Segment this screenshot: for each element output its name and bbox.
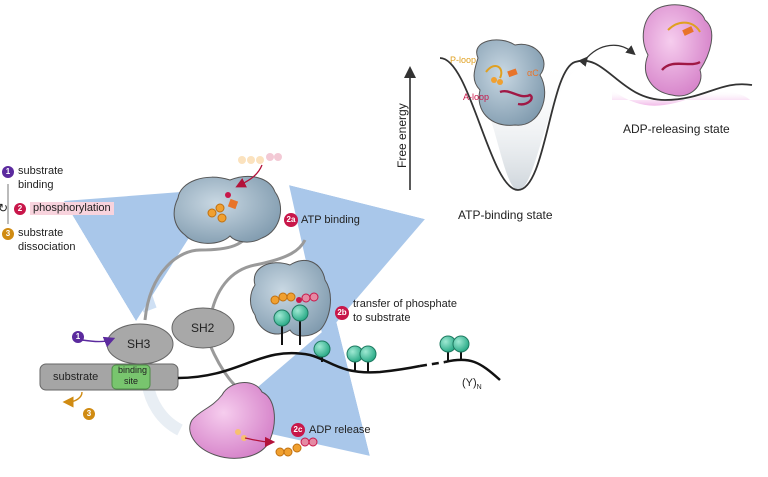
step-2c-label: ADP release bbox=[309, 424, 371, 436]
legend-step-3-label: substrate bbox=[18, 227, 64, 239]
kinase-atp-binding bbox=[173, 153, 282, 244]
adp-releasing-state-label: ADP-releasing state bbox=[623, 122, 730, 136]
energy-landscape bbox=[404, 4, 753, 191]
substrate-binding-arrow bbox=[81, 336, 116, 348]
a-loop-label: A-loop bbox=[463, 92, 490, 102]
legend-step-2-marker: 2 bbox=[14, 203, 26, 215]
cycle-icon: ↻ bbox=[0, 201, 9, 215]
sh2-domain bbox=[171, 307, 235, 349]
step-2b-tag: 2b bbox=[335, 306, 349, 320]
substrate-binding-marker: 1 bbox=[72, 331, 84, 343]
atp-binding-state-label: ATP-binding state bbox=[458, 208, 553, 222]
exchange-arrow bbox=[578, 44, 636, 67]
legend-step-3-marker: 3 bbox=[2, 228, 14, 240]
kinase-adp-releasing-state bbox=[642, 4, 713, 97]
chain-label-subscript: N bbox=[476, 384, 482, 392]
legend-step-3-label-line2: dissociation bbox=[18, 241, 76, 253]
legend-step-1-marker: 1 bbox=[2, 166, 14, 178]
free-energy-axis-label: Free energy bbox=[395, 103, 409, 168]
p-loop-label: P-loop bbox=[450, 55, 477, 65]
sh3-label: SH3 bbox=[127, 337, 151, 351]
cycle-arrow-down bbox=[217, 320, 370, 456]
chain-label-text: (Y) bbox=[462, 377, 477, 389]
legend-step-1-label: substrate bbox=[18, 165, 64, 177]
kinase-adp-release bbox=[189, 382, 318, 459]
step-2b-label: transfer of phosphate bbox=[353, 298, 457, 310]
substrate-dissociation-arrow bbox=[62, 391, 83, 408]
substrate-bar bbox=[39, 363, 179, 391]
alpha-c-label: αC bbox=[527, 68, 539, 78]
sh2-label: SH2 bbox=[191, 321, 215, 335]
legend-step-1-label-line2: binding bbox=[18, 179, 54, 191]
cycle-arrow-up bbox=[63, 188, 220, 322]
kinase-phosphate-transfer bbox=[250, 260, 331, 337]
step-2c-tag: 2c bbox=[291, 423, 305, 437]
substrate-label: substrate bbox=[53, 371, 99, 383]
energy-well-pink-fill bbox=[612, 90, 750, 106]
substrate-dissociation-marker: 3 bbox=[83, 408, 95, 420]
legend-step-2-label: phosphorylation bbox=[30, 202, 114, 215]
energy-curve bbox=[439, 57, 753, 191]
cycle-arrow-right bbox=[289, 185, 425, 338]
chain-label: (Y)N bbox=[462, 377, 482, 394]
step-2a-label: ATP binding bbox=[301, 214, 360, 226]
binding-site-label-line2: site bbox=[124, 376, 139, 386]
tyrosine-residues bbox=[273, 304, 470, 372]
step-2a-tag: 2a bbox=[284, 213, 298, 227]
kinase-atp-binding-state bbox=[473, 39, 546, 126]
cycle-arrow-left bbox=[142, 383, 184, 436]
step-2b-label-line2: to substrate bbox=[353, 312, 411, 324]
binding-site-label: binding bbox=[118, 365, 148, 375]
